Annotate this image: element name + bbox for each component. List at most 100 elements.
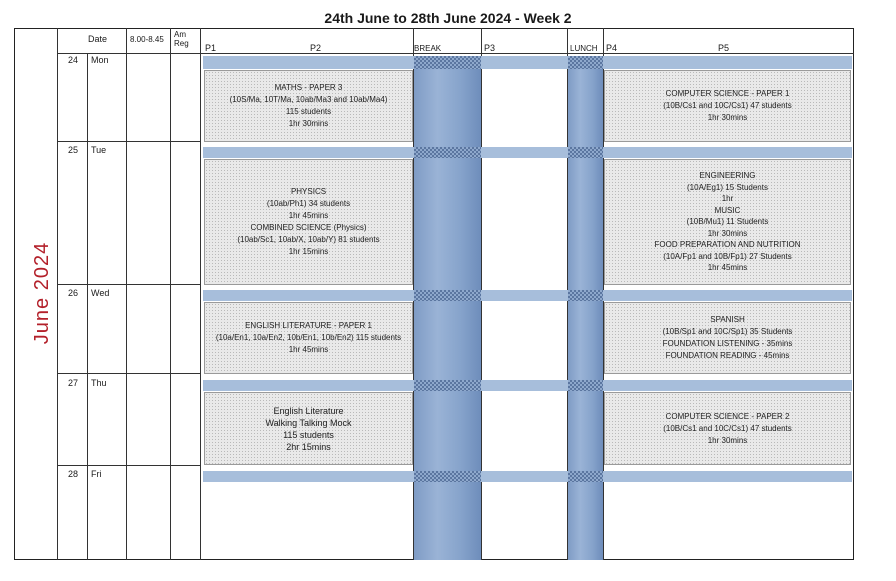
day-name: Mon	[91, 55, 109, 65]
exam-line: 1hr 30mins	[707, 435, 748, 445]
header-date: Date	[88, 34, 108, 44]
exam-line: (10S/Ma, 10T/Ma, 10ab/Ma3 and 10ab/Ma4)	[229, 95, 388, 104]
break-stripe	[414, 380, 481, 391]
exam-line: (10ab/Sc1, 10ab/X, 10ab/Y) 81 students	[237, 235, 380, 244]
header-p1: P1	[205, 43, 217, 53]
column-line	[57, 28, 58, 560]
day-number: 25	[68, 145, 79, 155]
exam-line: FOUNDATION READING - 45mins	[665, 351, 790, 360]
break-stripe	[414, 56, 481, 69]
exam-block-wed-am: ENGLISH LITERATURE - PAPER 1 (10a/En1, 1…	[204, 302, 413, 374]
exam-line: Walking Talking Mock	[265, 417, 352, 428]
exam-block-tue-am: PHYSICS (10ab/Ph1) 34 students 1hr 45min…	[204, 159, 413, 285]
lunch-stripe	[568, 290, 603, 301]
header-p2: P2	[310, 43, 322, 53]
exam-line: FOOD PREPARATION AND NUTRITION	[654, 240, 801, 250]
day-stripe	[481, 471, 568, 482]
exam-block-mon-am: MATHS - PAPER 3 (10S/Ma, 10T/Ma, 10ab/Ma…	[204, 70, 413, 142]
exam-line: 1hr 30mins	[707, 113, 748, 122]
exam-line: 1hr	[721, 194, 734, 204]
exam-line: 1hr 30mins	[707, 228, 748, 238]
day-stripe	[203, 471, 414, 482]
exam-line: COMPUTER SCIENCE - PAPER 1	[665, 89, 790, 98]
exam-line: (10ab/Ph1) 34 students	[266, 199, 351, 208]
day-stripe	[603, 147, 852, 158]
row-divider	[58, 465, 201, 466]
day-name: Fri	[91, 469, 102, 479]
exam-block-wed-pm: SPANISH (10B/Sp1 and 10C/Sp1) 35 Student…	[604, 302, 851, 374]
header-p3: P3	[484, 43, 496, 53]
day-stripe	[481, 380, 568, 391]
day-name: Thu	[91, 378, 107, 388]
exam-line: 1hr 15mins	[288, 247, 329, 256]
exam-line: FOUNDATION LISTENING - 35mins	[662, 339, 793, 348]
exam-block-thu-am: English Literature Walking Talking Mock …	[204, 392, 413, 465]
exam-line: MUSIC	[714, 205, 741, 215]
day-number: 26	[68, 288, 79, 298]
exam-line: 1hr 45mins	[288, 211, 329, 220]
exam-line: PHYSICS	[290, 187, 327, 196]
column-line	[200, 28, 201, 560]
exam-line: 115 students	[283, 429, 334, 440]
page-title: 24th June to 28th June 2024 - Week 2	[324, 10, 572, 26]
day-name: Wed	[91, 288, 110, 298]
exam-line: English Literature	[273, 405, 344, 416]
break-column-band	[414, 56, 481, 560]
day-number: 28	[68, 469, 79, 479]
day-stripe	[603, 471, 852, 482]
break-stripe	[414, 471, 481, 482]
header-am-reg: Am Reg	[174, 30, 189, 48]
column-line	[87, 53, 88, 560]
exam-block-mon-pm: COMPUTER SCIENCE - PAPER 1 (10B/Cs1 and …	[604, 70, 851, 142]
day-stripe	[603, 380, 852, 391]
exam-line: COMBINED SCIENCE (Physics)	[250, 223, 367, 232]
day-stripe	[203, 380, 414, 391]
header-p5: P5	[718, 43, 730, 53]
row-divider	[58, 373, 201, 374]
exam-line: (10B/Sp1 and 10C/Sp1) 35 Students	[662, 327, 793, 336]
exam-line: (10a/En1, 10a/En2, 10b/En1, 10b/En2) 115…	[215, 333, 402, 342]
lunch-stripe	[568, 471, 603, 482]
month-label: June 2024	[31, 241, 53, 345]
day-number: 24	[68, 55, 79, 65]
exam-line: (10B/Mu1) 11 Students	[686, 217, 769, 227]
exam-line: (10A/Fp1 and 10B/Fp1) 27 Students	[663, 251, 792, 261]
exam-line: ENGLISH LITERATURE - PAPER 1	[245, 321, 372, 330]
break-stripe	[414, 147, 481, 158]
exam-block-thu-pm: COMPUTER SCIENCE - PAPER 2 (10B/Cs1 and …	[604, 392, 851, 465]
header-lunch: LUNCH	[570, 44, 598, 53]
exam-line: (10A/Eg1) 15 Students	[687, 182, 768, 192]
exam-line: (10B/Cs1 and 10C/Cs1) 47 students	[663, 101, 792, 110]
exam-line: 115 students	[285, 107, 332, 116]
day-stripe	[481, 290, 568, 301]
exam-line: COMPUTER SCIENCE - PAPER 2	[665, 411, 790, 421]
lunch-stripe	[568, 56, 603, 69]
day-stripe	[603, 290, 852, 301]
row-divider	[58, 284, 201, 285]
exam-line: SPANISH	[710, 315, 745, 324]
exam-line: 1hr 30mins	[288, 119, 329, 128]
exam-block-tue-pm: ENGINEERING (10A/Eg1) 15 Students 1hr MU…	[604, 159, 851, 285]
day-stripe	[203, 290, 414, 301]
break-stripe	[414, 290, 481, 301]
exam-line: 1hr 45mins	[707, 263, 748, 273]
day-name: Tue	[91, 145, 107, 155]
exam-line: ENGINEERING	[699, 171, 756, 181]
header-p4: P4	[606, 43, 618, 53]
column-line	[126, 28, 127, 560]
lunch-stripe	[568, 147, 603, 158]
day-stripe	[481, 56, 568, 69]
day-stripe	[481, 147, 568, 158]
header-divider	[58, 53, 854, 54]
exam-line: (10B/Cs1 and 10C/Cs1) 47 students	[663, 423, 792, 433]
header-time: 8.00-8.45	[130, 35, 164, 44]
exam-line: MATHS - PAPER 3	[274, 83, 343, 92]
header-break: BREAK	[414, 44, 442, 53]
day-stripe	[603, 56, 852, 69]
day-stripe	[203, 56, 414, 69]
day-number: 27	[68, 378, 79, 388]
column-line	[170, 28, 171, 560]
exam-line: 2hr 15mins	[286, 441, 331, 452]
row-divider	[58, 141, 201, 142]
exam-line: 1hr 45mins	[288, 345, 329, 354]
